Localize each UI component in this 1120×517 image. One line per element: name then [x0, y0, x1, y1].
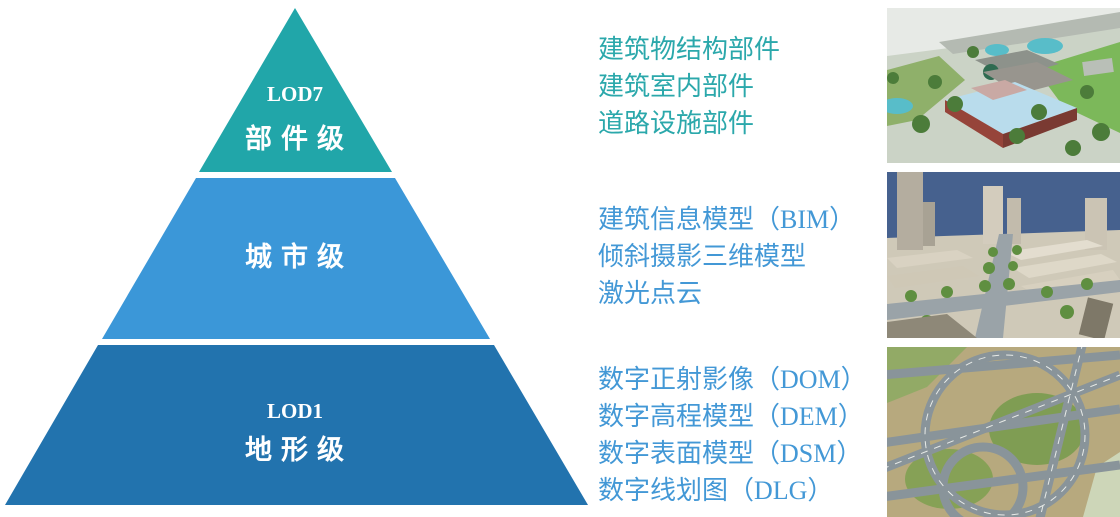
pyramid-level-city-shape: [102, 178, 490, 339]
desc-line: 数字高程模型（DEM）: [598, 402, 864, 431]
desc-line: 建筑室内部件: [598, 72, 755, 101]
pyramid-level-terrain-label: 地形级: [245, 434, 353, 465]
desc-line: 建筑信息模型（BIM）: [598, 205, 856, 234]
desc-line: 数字表面模型（DSM）: [598, 439, 863, 468]
terrain-level-items: 数字正射影像（DOM） 数字高程模型（DEM） 数字表面模型（DSM） 数字线划…: [598, 361, 867, 509]
city-level-items: 建筑信息模型（BIM） 倾斜摄影三维模型 激光点云: [598, 201, 855, 312]
pyramid-level-terrain-shape: [5, 345, 588, 505]
lod-pyramid-diagram: LOD7 部件级 城市级 LOD1 地形级: [5, 8, 588, 505]
component-level-items: 建筑物结构部件 建筑室内部件 道路设施部件: [598, 31, 780, 142]
desc-line: 数字正射影像（DOM）: [598, 365, 867, 394]
desc-line: 建筑物结构部件: [598, 35, 781, 64]
desc-line: 道路设施部件: [598, 109, 755, 138]
pyramid-level-component-label: 部件级: [245, 123, 353, 154]
desc-line: 数字线划图（DLG）: [598, 476, 834, 505]
desc-line: 激光点云: [598, 279, 703, 308]
desc-line: 倾斜摄影三维模型: [598, 242, 807, 271]
pyramid-level-component-shape: [199, 8, 392, 172]
pyramid-level-terrain-code: LOD1: [267, 399, 323, 423]
bim-component-model-photo: [887, 8, 1120, 163]
terrain-orthophoto-interchange-photo: [887, 347, 1120, 517]
city-oblique-model-photo: [887, 172, 1120, 338]
pyramid-level-city-label: 城市级: [245, 241, 353, 272]
pyramid-level-component-code: LOD7: [267, 82, 323, 106]
